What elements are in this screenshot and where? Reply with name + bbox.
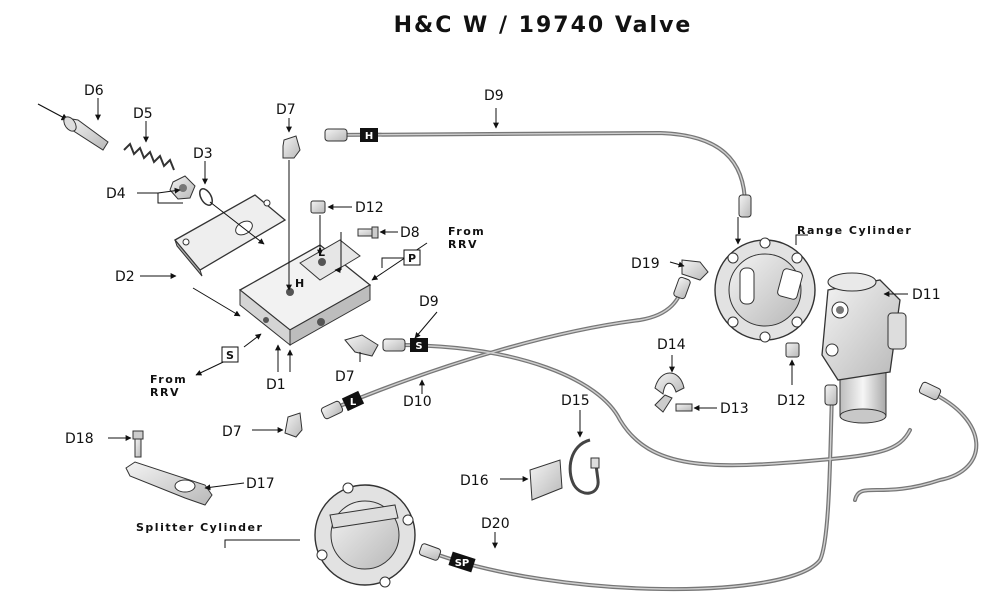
- from-rrv-top-line1: From: [448, 225, 485, 238]
- valve-block: H L: [238, 239, 372, 347]
- d11-valve-body: [821, 272, 907, 424]
- captions: From RRV From RRV Range Cylinder Splitte…: [136, 224, 912, 534]
- d7-elbow-mid: [344, 334, 379, 357]
- label-d9-mid: D9: [419, 294, 439, 310]
- d4-nut: [169, 175, 196, 200]
- diagram-title: H&C W / 19740 Valve: [394, 13, 693, 38]
- box-tag-p: P: [403, 249, 421, 266]
- label-d11: D11: [912, 287, 941, 303]
- svg-text:SP: SP: [455, 558, 470, 569]
- hose-fittings: [320, 128, 942, 561]
- leader-lines: [95, 98, 908, 549]
- d15-hook-clip: [590, 457, 600, 469]
- d7-elbow-low: [284, 412, 303, 438]
- valve-port-h: H: [295, 277, 304, 290]
- label-d14: D14: [657, 337, 686, 353]
- label-d7-mid: D7: [335, 369, 355, 385]
- hose-tag-l: L: [341, 390, 365, 412]
- sp-hose: [428, 393, 834, 592]
- range-cylinder-label: Range Cylinder: [797, 224, 912, 237]
- label-d15: D15: [561, 393, 590, 409]
- label-d3: D3: [193, 146, 213, 162]
- label-d18: D18: [65, 431, 94, 447]
- box-tag-s: S: [221, 346, 239, 363]
- label-d17: D17: [246, 476, 275, 492]
- d16-bracket: [529, 459, 563, 501]
- d12-fitting-top: [310, 200, 326, 214]
- svg-text:H: H: [365, 131, 373, 142]
- label-d16: D16: [460, 473, 489, 489]
- label-d12-top: D12: [355, 200, 384, 216]
- hose-tag-s: S: [410, 338, 428, 352]
- label-d12-right: D12: [777, 393, 806, 409]
- range-cylinder: [714, 237, 816, 343]
- d17-lever: [125, 461, 213, 506]
- input-arrow: [37, 103, 69, 121]
- d13-bolt: [675, 403, 693, 412]
- d12-fitting-right: [785, 342, 800, 358]
- d3-oring: [199, 188, 213, 206]
- svg-text:P: P: [408, 252, 416, 265]
- label-d10: D10: [403, 394, 432, 410]
- from-rrv-left-line2: RRV: [150, 386, 180, 399]
- from-rrv-left-line1: From: [150, 373, 187, 386]
- label-d9-top: D9: [484, 88, 504, 104]
- d6-plunger: [63, 116, 109, 151]
- hose-tag-h: H: [360, 128, 378, 142]
- from-rrv-top-line2: RRV: [448, 238, 478, 251]
- h-hose: [328, 130, 747, 207]
- hose-tag-sp: SP: [448, 551, 476, 573]
- d8-screw: [357, 226, 379, 239]
- label-d6: D6: [84, 83, 104, 99]
- label-d19: D19: [631, 256, 660, 272]
- d14-clamp: [654, 372, 685, 413]
- label-d7-low: D7: [222, 424, 242, 440]
- label-d7-top: D7: [276, 102, 296, 118]
- d2-gasket-plate: [174, 194, 287, 277]
- d18-bolt: [132, 430, 144, 458]
- label-d1: D1: [266, 377, 286, 393]
- d15-hook: [568, 438, 600, 495]
- label-d5: D5: [133, 106, 153, 122]
- label-d20: D20: [481, 516, 510, 532]
- splitter-cylinder: [314, 482, 416, 588]
- part-labels: D6 D5 D3 D4 D2 D7 D12 D8 D9 D9 D19 D11 D…: [65, 83, 941, 532]
- d5-spring: [123, 142, 175, 171]
- svg-text:L: L: [350, 397, 357, 408]
- splitter-cylinder-label: Splitter Cylinder: [136, 521, 263, 534]
- valve-port-l: L: [318, 246, 325, 259]
- label-d13: D13: [720, 401, 749, 417]
- label-d8: D8: [400, 225, 420, 241]
- svg-text:S: S: [415, 341, 422, 352]
- label-d2: D2: [115, 269, 135, 285]
- d7-elbow-top: [282, 135, 301, 159]
- svg-text:S: S: [226, 349, 234, 362]
- d19-elbow: [681, 259, 709, 281]
- label-d4: D4: [106, 186, 126, 202]
